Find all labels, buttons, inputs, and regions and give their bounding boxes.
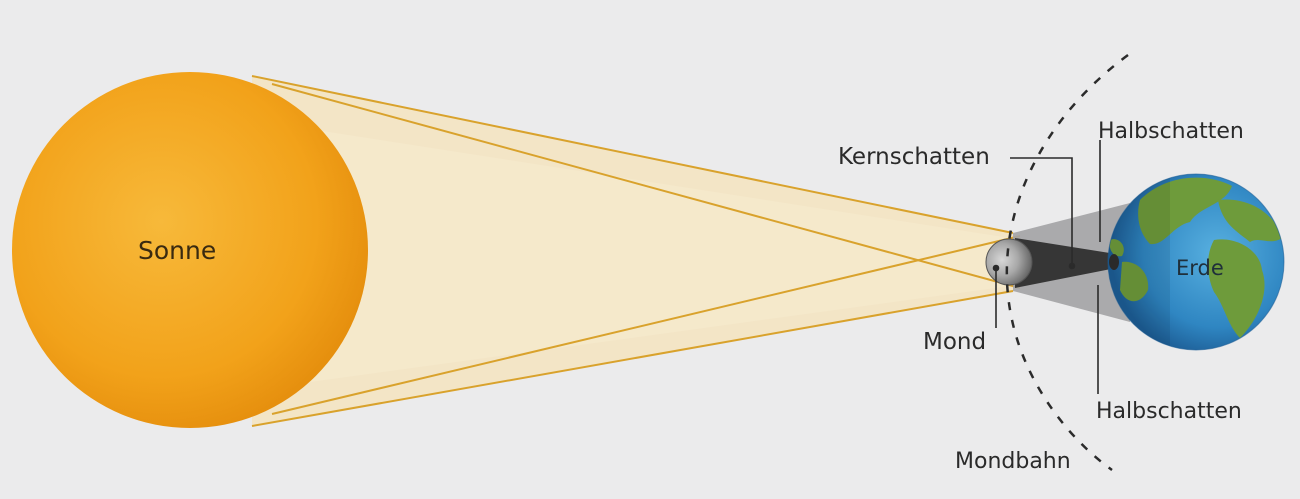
moon-disk [985,238,1033,286]
moon-orbit-arc [1005,53,1129,472]
moon-label: Mond [923,329,987,355]
sun-label: Sonne [138,236,217,265]
umbra-region [1015,238,1116,288]
leader-lines [992,140,1101,394]
light-cone-inner [252,120,1010,390]
umbra-spot [1109,254,1119,270]
penumbra-label-top: Halbschatten [1098,119,1244,144]
sun-disk [12,72,368,428]
earth-label: Erde [1176,256,1224,280]
moon-orbit-label: Mondbahn [955,449,1071,474]
earth [1107,173,1285,351]
sun-rays [251,75,1021,427]
penumbra-label-bottom: Halbschatten [1096,399,1242,424]
umbra-label: Kernschatten [838,144,990,170]
